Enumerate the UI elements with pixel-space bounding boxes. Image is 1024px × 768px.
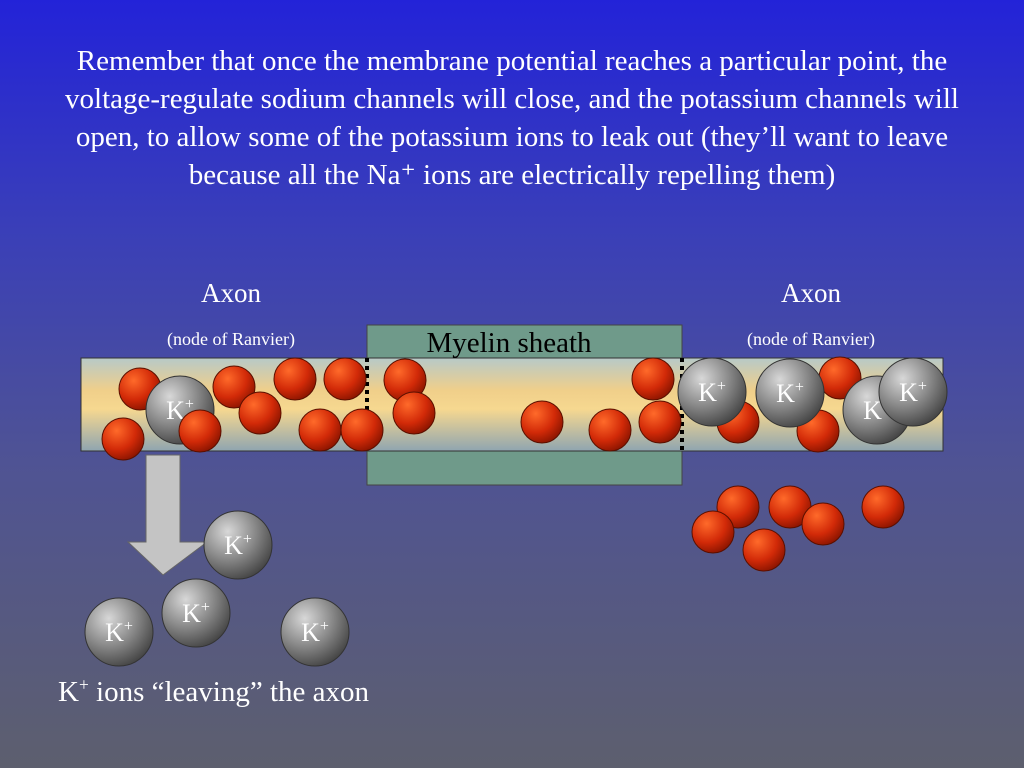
caption-ion-charge: + <box>78 674 89 695</box>
sodium-ion <box>323 357 367 401</box>
ion-charge: + <box>320 618 329 635</box>
down-arrow <box>126 454 209 576</box>
ion-charge: + <box>201 599 210 616</box>
axon-left-label: Axon <box>201 278 261 308</box>
sodium-ion <box>298 408 342 452</box>
ion-letter: K <box>301 618 320 647</box>
svg-text:K+: K+ <box>301 618 329 647</box>
ion-letter: K <box>224 531 243 560</box>
caption-text: ions “leaving” the axon <box>88 676 370 708</box>
sodium-ion <box>178 409 222 453</box>
potassium-ion: K+ <box>161 578 231 648</box>
potassium-ion: K+ <box>878 357 948 427</box>
sodium-ion <box>238 391 282 435</box>
ions-layer: K+ K+ K+ K+ K+ <box>84 356 948 667</box>
svg-text:K+: K+ <box>224 531 252 560</box>
ion-letter: K <box>776 379 795 408</box>
sodium-ion <box>861 485 905 529</box>
svg-text:K+: K+ <box>105 618 133 647</box>
ion-letter: K <box>166 396 185 425</box>
ion-charge: + <box>185 396 194 413</box>
sodium-ion <box>691 510 735 554</box>
intro-text: Remember that once the membrane potentia… <box>65 45 959 191</box>
ion-letter: K <box>899 378 918 407</box>
potassium-ion: K+ <box>203 510 273 580</box>
potassium-ion: K+ <box>755 358 825 428</box>
bottom-caption: K+ ions “leaving” the axon <box>58 676 369 709</box>
myelin-sheath-label: Myelin sheath <box>426 327 592 359</box>
axon-right-sublabel: (node of Ranvier) <box>747 329 875 350</box>
svg-text:K+: K+ <box>698 378 726 407</box>
ion-charge: + <box>918 378 927 395</box>
sodium-ion <box>273 357 317 401</box>
potassium-ion: K+ <box>280 597 350 667</box>
sodium-ion <box>588 408 632 452</box>
svg-text:K+: K+ <box>776 379 804 408</box>
sodium-ion <box>340 408 384 452</box>
ion-charge: + <box>795 379 804 396</box>
svg-text:K+: K+ <box>182 599 210 628</box>
ion-charge: + <box>124 618 133 635</box>
sodium-ion <box>801 502 845 546</box>
axon-right-label: Axon <box>781 278 841 308</box>
svg-text:K+: K+ <box>899 378 927 407</box>
sodium-ion <box>392 391 436 435</box>
sodium-ion <box>520 400 564 444</box>
caption-ion-letter: K <box>58 676 79 708</box>
potassium-ion: K+ <box>84 597 154 667</box>
sodium-ion <box>101 417 145 461</box>
ion-charge: + <box>243 531 252 548</box>
ion-letter: K <box>698 378 717 407</box>
sodium-ion <box>212 365 256 409</box>
potassium-ion: K+ <box>677 357 747 427</box>
svg-text:K+: K+ <box>166 396 194 425</box>
sodium-ion <box>638 400 682 444</box>
sodium-ion <box>742 528 786 572</box>
ion-charge: + <box>717 378 726 395</box>
ion-letter: K <box>863 396 882 425</box>
axon-left-sublabel: (node of Ranvier) <box>167 329 295 350</box>
ion-letter: K <box>182 599 201 628</box>
sodium-ion <box>631 357 675 401</box>
ion-letter: K <box>105 618 124 647</box>
